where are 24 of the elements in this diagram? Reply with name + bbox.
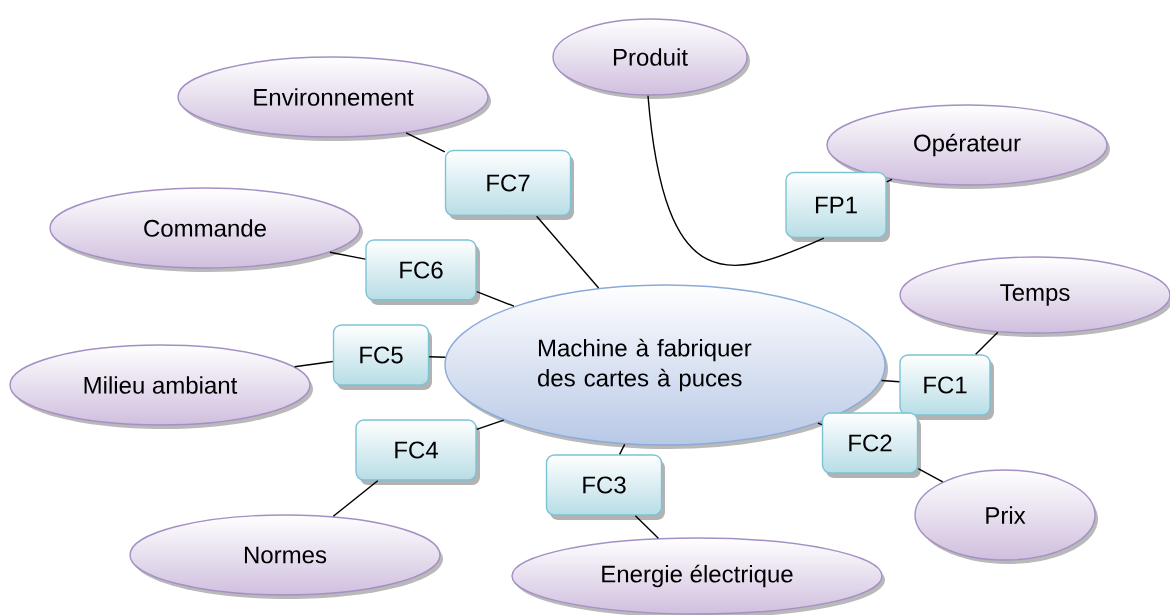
connector-line (535, 215, 600, 289)
function-box: FC2 (821, 412, 921, 478)
connector-line (634, 515, 660, 539)
connector-line (476, 291, 515, 307)
function-box: FC5 (332, 324, 432, 390)
connector-line (329, 251, 366, 260)
connector-line (405, 132, 446, 153)
connector-line (917, 468, 944, 483)
function-box: FC3 (545, 454, 665, 520)
connector-line (817, 422, 823, 426)
connector-line (476, 419, 505, 430)
function-box: FC6 (365, 239, 480, 305)
connector-line (332, 480, 379, 517)
connector-line (886, 178, 893, 183)
connector-line (647, 95, 825, 266)
function-box: FC7 (444, 149, 574, 220)
connector-line (880, 379, 901, 383)
function-box: FP1 (785, 171, 890, 242)
connector-line (428, 356, 447, 358)
function-box: FC1 (899, 354, 994, 420)
function-box: FC4 (355, 419, 480, 485)
connector-line (293, 360, 334, 368)
connector-line (618, 443, 626, 455)
connector-line (975, 331, 999, 355)
